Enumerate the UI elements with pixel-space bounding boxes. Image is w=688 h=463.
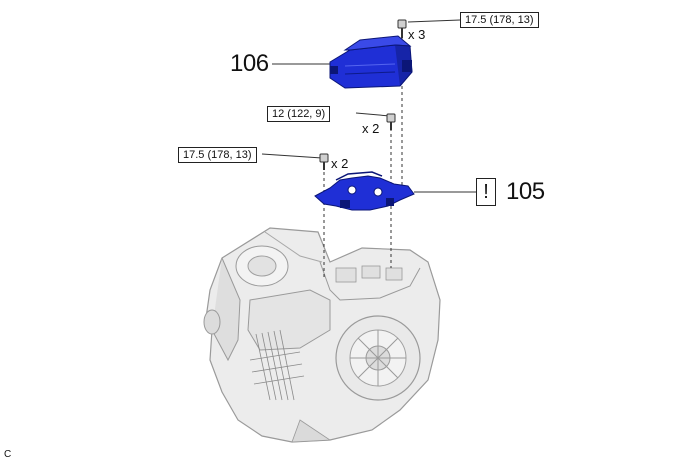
torque-label-left-bolt: 17.5 (178, 13)	[178, 147, 257, 163]
part-number-106: 106	[230, 50, 269, 77]
quantity-left-bolt: x 2	[331, 156, 349, 171]
quantity-middle-bolt: x 2	[362, 121, 380, 136]
quantity-top-bolt: x 3	[408, 27, 426, 42]
bracket-part-105	[314, 171, 415, 211]
illustration-code: C	[4, 449, 12, 460]
torque-label-middle-bolt: 12 (122, 9)	[267, 106, 331, 122]
ecu-part-106	[329, 35, 413, 89]
bolt-icon	[386, 113, 396, 130]
transaxle-housing	[203, 227, 441, 443]
bolt-icon	[397, 19, 407, 38]
leader-lines	[261, 19, 476, 193]
warning-box-icon: !	[476, 178, 496, 206]
torque-label-top-bolt: 17.5 (178, 13)	[460, 12, 539, 28]
bolt-icon	[319, 153, 329, 170]
part-number-105: 105	[506, 178, 545, 205]
